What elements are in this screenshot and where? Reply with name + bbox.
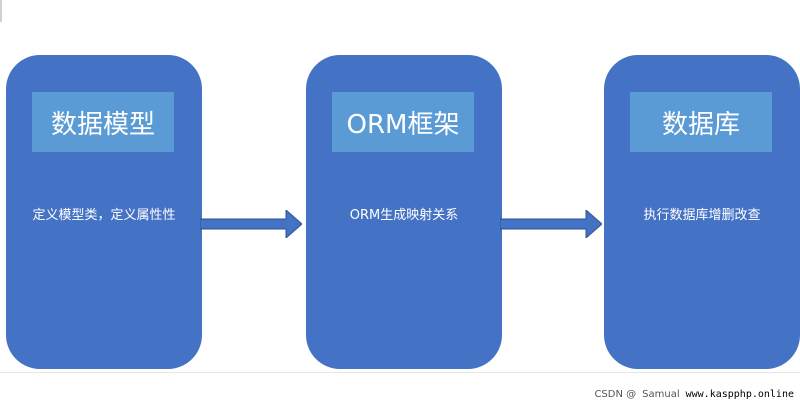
- stage-title: 数据库: [630, 92, 772, 152]
- stage-title: ORM框架: [332, 92, 474, 152]
- frame-edge: [0, 0, 2, 22]
- watermark-author: Samual: [642, 389, 680, 400]
- stage-box-orm-framework: ORM框架 ORM生成映射关系: [306, 55, 502, 369]
- stage-title: 数据模型: [32, 92, 174, 152]
- stage-description: 定义模型类，定义属性性: [32, 208, 176, 223]
- stage-description: ORM生成映射关系: [349, 208, 459, 223]
- watermark-site: www.kaspphp.online: [685, 389, 794, 400]
- flow-arrow-icon: [500, 210, 602, 238]
- stage-box-data-model: 数据模型 定义模型类，定义属性性: [6, 55, 202, 369]
- watermark-source: CSDN @: [594, 389, 637, 400]
- stage-description: 执行数据库增删改查: [643, 208, 761, 223]
- slide-divider: [0, 372, 800, 373]
- watermark: CSDN @ Samual www.kaspphp.online: [588, 389, 794, 400]
- stage-box-database: 数据库 执行数据库增删改查: [604, 55, 800, 369]
- flow-arrow-icon: [200, 210, 302, 238]
